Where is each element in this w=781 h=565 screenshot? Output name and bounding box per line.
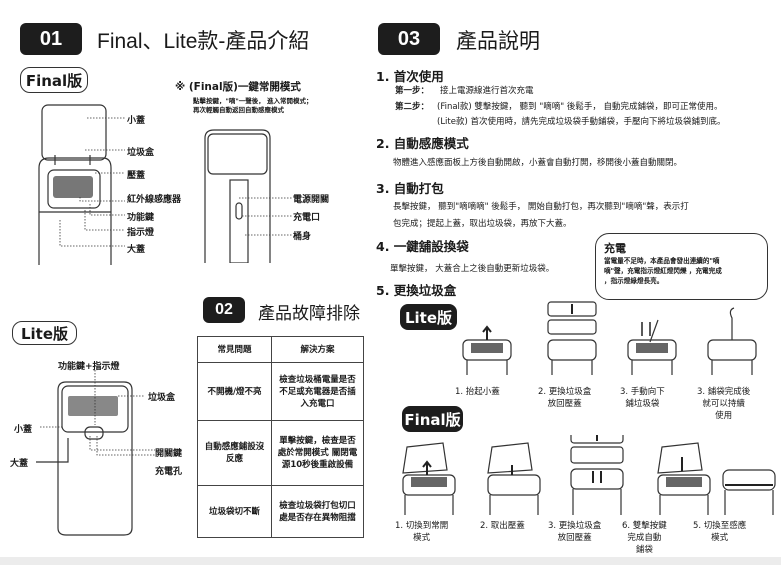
final-label-indicator: 指示燈 xyxy=(127,228,155,238)
caption-line: 鋪袋 xyxy=(635,545,653,555)
final-steps-tag: Final版 xyxy=(402,406,463,432)
troubleshooting-table: 常見問題解決方案 不開機/燈不亮檢查垃圾桶電量是否不足或充電器是否插入充電口 自… xyxy=(197,336,364,538)
lite-step-4-caption: 3. 鋪袋完成後就可以持續使用 xyxy=(697,386,750,422)
charging-text-1: 當電量不足時，本產品會發出連續的"嘀 xyxy=(604,257,720,265)
caption-line: 模式 xyxy=(711,533,729,543)
lite-label-charge-hole: 充電孔 xyxy=(155,467,183,477)
lite-step-3-caption: 3. 手動向下鋪垃圾袋 xyxy=(620,386,665,410)
step1-text: 接上電源線進行首次充電 xyxy=(440,86,534,96)
final-label-function-key: 功能鍵 xyxy=(127,213,155,223)
final-mode-title: ※ (Final版)一鍵常開模式 xyxy=(175,81,301,93)
caption-line: 就可以持續 xyxy=(702,399,745,409)
final-label-body: 桶身 xyxy=(293,232,312,242)
lite-label-small-lid: 小蓋 xyxy=(14,425,33,435)
caption-line: 3. 鋪袋完成後 xyxy=(697,387,751,397)
lite-version-tag: Lite版 xyxy=(12,321,77,345)
guide-s2-text: 物體進入感應面板上方後自動開啟，小蓋會自動打開，移開後小蓋自動關閉。 xyxy=(393,158,683,168)
final-label-press-lid: 壓蓋 xyxy=(127,171,146,181)
table-cell-problem: 垃圾袋切不斷 xyxy=(197,485,272,538)
table-cell-problem: 自動感應鋪設沒反應 xyxy=(197,420,272,486)
caption-line: 模式 xyxy=(413,533,431,543)
guide-s4-title: 4. 一鍵舖設換袋 xyxy=(376,239,469,254)
final-step-4-caption: 6. 雙擊按鍵完成自動鋪袋 xyxy=(622,520,667,556)
table-row: 自動感應鋪設沒反應單擊按鍵，檢查是否處於常開模式 關閉電源10秒後重啟設備 xyxy=(197,420,364,486)
guide-s3-title: 3. 自動打包 xyxy=(376,181,444,196)
final-bin-back-illustration xyxy=(204,129,292,263)
table-header-solution: 解決方案 xyxy=(271,336,364,363)
final-label-small-lid: 小蓋 xyxy=(127,116,146,126)
final-step-1-caption: 1. 切換到常開模式 xyxy=(395,520,448,544)
caption-line: 1. 切換到常開 xyxy=(395,521,449,531)
lite-label-trash-box: 垃圾盒 xyxy=(148,393,176,403)
final-step-3-caption: 3. 更換垃圾盒放回壓蓋 xyxy=(548,520,601,544)
charging-note: 充電 當電量不足時，本產品會發出連續的"嘀 嘀"聲，充電指示燈紅燈閃爍 ，充電完… xyxy=(595,233,768,300)
caption-line: 放回壓蓋 xyxy=(547,399,582,409)
lite-label-function-key-indicator: 功能鍵+指示燈 xyxy=(58,362,120,372)
charging-title: 充電 xyxy=(604,242,626,255)
table-row: 垃圾袋切不斷檢查垃圾袋打包切口處是否存在異物阻擋 xyxy=(197,485,364,538)
guide-s3-text-2: 包完成；提起上蓋，取出垃圾袋，再放下大蓋。 xyxy=(393,219,572,229)
section-02-title: 產品故障排除 xyxy=(258,304,360,324)
caption-line: 1. 抬起小蓋 xyxy=(455,387,500,397)
caption-line: 鋪垃圾袋 xyxy=(625,399,660,409)
final-bin-illustration xyxy=(38,104,125,265)
table-cell-solution: 單擊按鍵，檢查是否處於常開模式 關閉電源10秒後重啟設備 xyxy=(271,420,364,486)
table-row: 不開機/燈不亮檢查垃圾桶電量是否不足或充電器是否插入充電口 xyxy=(197,362,364,421)
step1-label: 第一步： xyxy=(395,86,430,96)
lite-steps-tag: Lite版 xyxy=(400,304,457,330)
caption-line: 使用 xyxy=(715,411,733,421)
lite-step-2-caption: 2. 更換垃圾盒放回壓蓋 xyxy=(538,386,591,410)
table-cell-problem: 不開機/燈不亮 xyxy=(197,362,272,421)
guide-s2-title: 2. 自動感應模式 xyxy=(376,136,469,151)
caption-line: 完成自動 xyxy=(627,533,662,543)
lite-bin-illustration xyxy=(36,370,155,536)
table-cell-solution: 檢查垃圾袋打包切口處是否存在異物阻擋 xyxy=(271,485,364,538)
caption-line: 3. 更換垃圾盒 xyxy=(548,521,602,531)
section-01-badge: 01 xyxy=(20,23,82,55)
table-header-problem: 常見問題 xyxy=(197,336,272,363)
step2-text-final: (Final款) 雙擊按鍵， 聽到 "嘀嘀" 後鬆手， 自動完成鋪袋，即可正常使… xyxy=(437,102,723,112)
caption-line: 放回壓蓋 xyxy=(557,533,592,543)
step2-text-lite: (Lite款) 首次使用時，請先完成垃圾袋手動鋪袋，手壓向下將垃圾袋鋪到底。 xyxy=(437,117,726,127)
guide-s5-title: 5. 更換垃圾盒 xyxy=(376,283,457,298)
guide-s4-text: 單擊按鍵， 大蓋合上之後自動更新垃圾袋。 xyxy=(390,264,555,274)
caption-line: 6. 雙擊按鍵 xyxy=(622,521,667,531)
lite-label-switch: 開關鍵 xyxy=(155,449,183,459)
caption-line: 2. 更換垃圾盒 xyxy=(538,387,592,397)
final-version-tag: Final版 xyxy=(20,67,88,93)
page-footer-bar xyxy=(0,557,781,565)
step2-label: 第二步： xyxy=(395,102,430,112)
final-label-ir-sensor: 紅外線感應器 xyxy=(127,195,182,205)
final-mode-desc-2: 再次輕觸自動返回自動感應模式 xyxy=(193,106,284,114)
section-03-title: 產品說明 xyxy=(456,30,540,53)
section-01-title: Final、Lite款-產品介紹 xyxy=(97,30,310,53)
final-steps-illustrations xyxy=(402,435,776,515)
charging-text-3: ，指示燈綠燈長亮。 xyxy=(604,277,664,285)
lite-step-1-caption: 1. 抬起小蓋 xyxy=(455,386,500,398)
guide-s3-text-1: 長擊按鍵， 聽到"嘀嘀嘀" 後鬆手， 開始自動打包，再次聽到"嘀嘀"聲，表示打 xyxy=(393,202,689,212)
final-mode-desc-1: 點擊按鍵，"嘀"一聲後， 進入常開模式； xyxy=(193,97,313,105)
lite-label-big-lid: 大蓋 xyxy=(10,459,29,469)
caption-line: 5. 切換至感應 xyxy=(693,521,747,531)
lite-steps-illustrations xyxy=(462,301,757,375)
table-cell-solution: 檢查垃圾桶電量是否不足或充電器是否插入充電口 xyxy=(271,362,364,421)
final-label-power-switch: 電源開關 xyxy=(293,195,330,205)
final-step-5-caption: 5. 切換至感應模式 xyxy=(693,520,746,544)
section-03-badge: 03 xyxy=(378,23,440,55)
guide-s1-title: 1. 首次使用 xyxy=(376,69,444,84)
final-label-charge-port: 充電口 xyxy=(293,213,321,223)
caption-line: 3. 手動向下 xyxy=(620,387,665,397)
charging-text-2: 嘀"聲，充電指示燈紅燈閃爍 ，充電完成 xyxy=(604,267,722,275)
section-02-badge: 02 xyxy=(203,297,245,323)
final-label-trash-box: 垃圾盒 xyxy=(127,148,155,158)
final-label-big-lid: 大蓋 xyxy=(127,245,146,255)
caption-line: 2. 取出壓蓋 xyxy=(480,521,525,531)
final-step-2-caption: 2. 取出壓蓋 xyxy=(480,520,525,532)
